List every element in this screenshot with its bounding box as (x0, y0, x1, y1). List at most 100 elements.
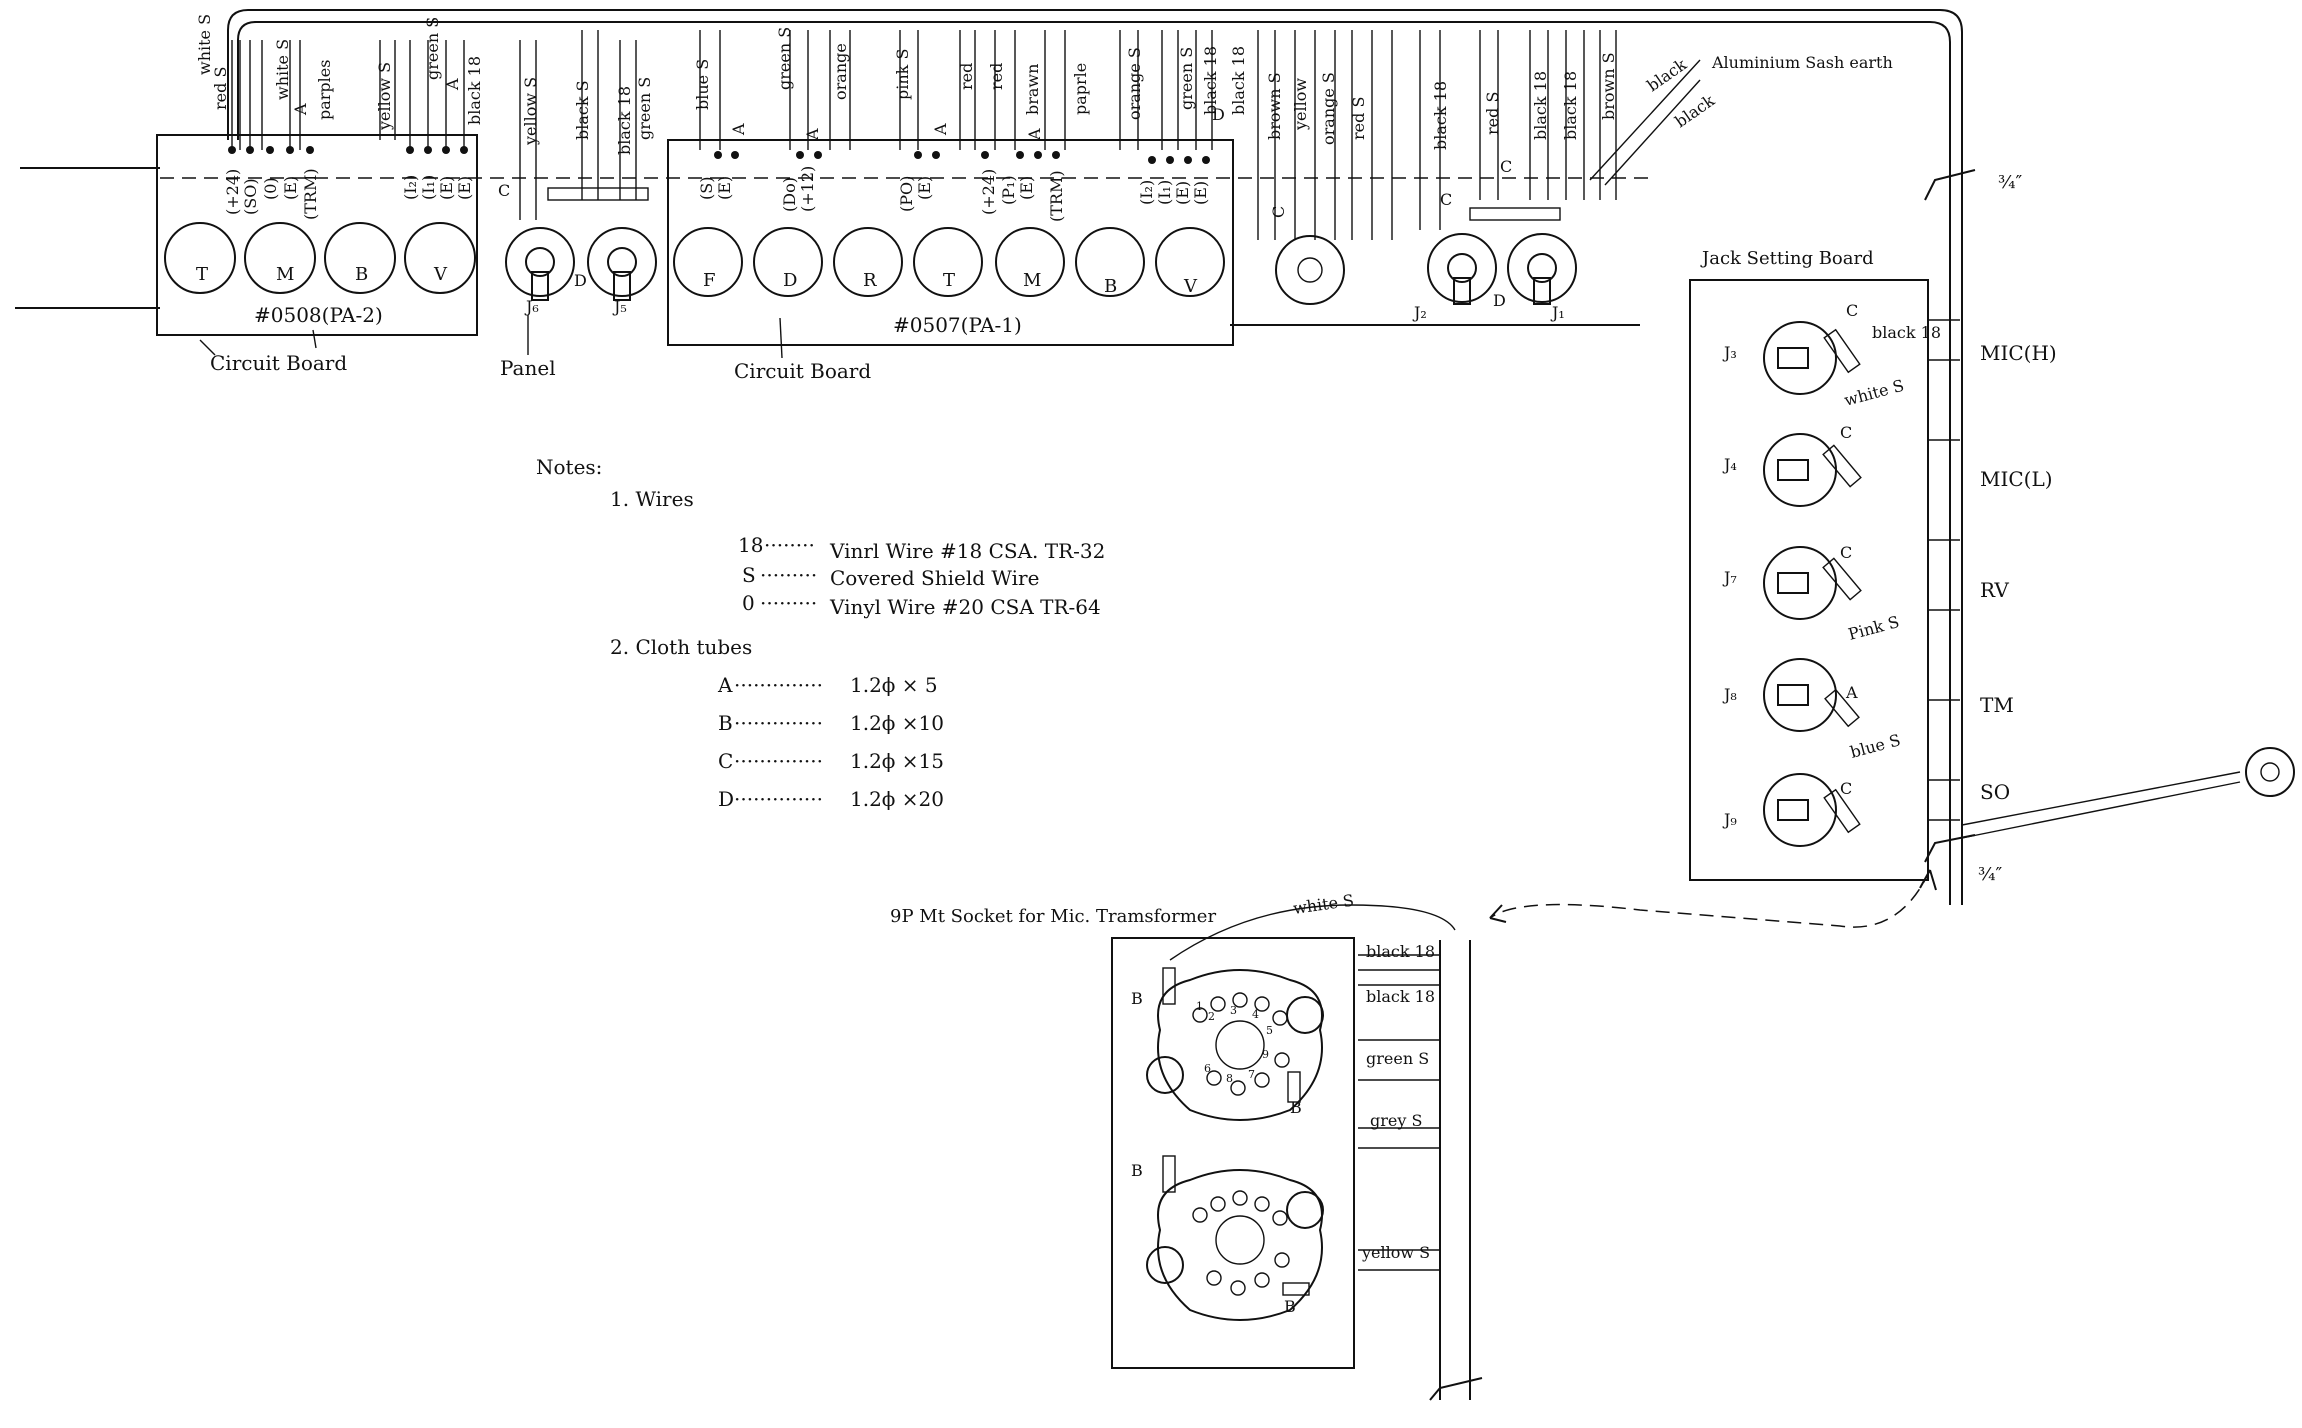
pa2-knobs (164, 222, 476, 294)
wire-label-17: red (987, 63, 1006, 90)
rear-socket-and-jacks: J₂ D J₁ (1275, 207, 1577, 322)
panel-jacks: Panel J₆ J₅ D (500, 187, 657, 380)
tube-mark-7: C (498, 181, 510, 200)
jack-board-id-3: J₇ (1722, 568, 1737, 587)
tube-code-3: C (718, 749, 733, 773)
jack-j3 (1763, 321, 1861, 395)
dimension-marks: ¾″ ¾″ (1924, 169, 2022, 885)
wire-label-6: green S (423, 17, 442, 80)
wire-bundles (231, 30, 1701, 240)
jack-board-tube-4: A (1845, 683, 1858, 702)
pa2-knob-V: V (433, 264, 448, 285)
socket-wire-2: black 18 (1366, 942, 1435, 961)
tube-desc-2: 1.2ϕ ×10 (850, 711, 944, 735)
tube-mark-11: D (1212, 105, 1225, 124)
pa1-terminal-13: (E) (1173, 181, 1192, 205)
circuit-board-pa2: T M B V #0508(PA-2) Circuit Board (+24) … (156, 134, 478, 375)
jack-board-out-1: MIC(H) (1980, 341, 2057, 365)
tube-dots-3: ·············· (734, 749, 823, 773)
notes-wire-list: 18 ········ Vinrl Wire #18 CSA. TR-32 S … (738, 533, 1105, 619)
wire-label-21: green S (1177, 47, 1196, 110)
jack-board-out-3: RV (1980, 578, 2009, 602)
wire-label-25: yellow (1291, 78, 1310, 131)
wire-label-32: brown S (1599, 52, 1618, 120)
pa1-terminal-12: (I₁) (1155, 180, 1174, 205)
pa1-terminal-7: (+24) (979, 169, 998, 215)
jack-j8 (1763, 658, 1860, 732)
wire-code-1: 18 (738, 533, 763, 557)
earth-label: Aluminium Sash earth (1711, 53, 1893, 72)
circuit-board-pa1: F D R T M B V #0507(PA-1) Circuit Board … (667, 139, 1234, 383)
notes: Notes: 1. Wires 18 ········ Vinrl Wire #… (536, 455, 1105, 811)
jack-board-out-4: TM (1980, 693, 2014, 717)
jack-j2: J₂ (1412, 303, 1427, 322)
pa2-terminal-5: (TRM) (301, 168, 320, 220)
socket-pin-1: 1 (1196, 1000, 1203, 1013)
jack-d-2: D (1493, 291, 1506, 310)
wire-label-19: paprle (1071, 63, 1090, 115)
wire-label-3: white S (273, 39, 292, 100)
tube-mark-5: A (931, 123, 950, 136)
wire-desc-1: Vinrl Wire #18 CSA. TR-32 (829, 539, 1105, 563)
pa1-terminal-3: (Do) (780, 177, 799, 212)
jack-board-wire2-1: black 18 (1872, 323, 1941, 342)
wire-label-20: orange S (1125, 47, 1144, 120)
pa1-knob-M: M (1023, 270, 1041, 291)
pa1-terminal-5: (PO) (897, 176, 916, 212)
tube-desc-3: 1.2ϕ ×15 (850, 749, 944, 773)
jack-board-wire-1: white S (1842, 376, 1906, 410)
jack-board-id-4: J₈ (1722, 685, 1737, 704)
pa2-terminal-9: (E) (455, 176, 474, 200)
tube-mark-2: A (443, 78, 462, 91)
pa1-terminal-14: (E) (1191, 181, 1210, 205)
jack-j9 (1763, 773, 1861, 847)
notes-title: Notes: (536, 455, 602, 479)
pa1-knob-T: T (943, 270, 955, 291)
notes-tube-list: A ·············· 1.2ϕ × 5 B ············… (717, 673, 944, 811)
socket-pin-6: 6 (1204, 1062, 1211, 1075)
socket-tube-1: B (1131, 989, 1143, 1008)
wire-label-28: black 18 (1431, 81, 1450, 150)
pa1-terminal-9: (E) (1017, 176, 1036, 200)
tube-desc-1: 1.2ϕ × 5 (850, 673, 938, 697)
socket-pin-5: 5 (1266, 1024, 1273, 1037)
wire-label-1: white S (195, 14, 214, 75)
pa2-terminal-8: (E) (437, 176, 456, 200)
tube-mark-4: A (803, 128, 822, 141)
wire-code-3: 0 (742, 591, 755, 615)
top-wire-labels: white S red S white S parples yellow S g… (195, 14, 1618, 155)
pa2-board-label: #0508(PA-2) (254, 303, 383, 327)
wire-label-7: black 18 (465, 56, 484, 125)
wire-label-11: green S (635, 77, 654, 140)
socket-wire-6: yellow S (1361, 1243, 1430, 1262)
connector-arrow (1489, 869, 1937, 928)
jack-board-tube-2: C (1840, 423, 1852, 442)
pa1-terminal-dots (714, 151, 1210, 164)
wire-dots-1: ········ (764, 533, 815, 557)
earth-wire-1: black (1643, 55, 1690, 96)
wire-label-18: brawn (1023, 64, 1042, 115)
jack-board-wire-4: blue S (1848, 730, 1902, 762)
pa1-terminal-6: (E) (915, 176, 934, 200)
wire-label-27: red S (1349, 97, 1368, 140)
socket-box: 9P Mt Socket for Mic. Tramsformer 1 2 3 … (890, 891, 1483, 1401)
tube-mark-9: C (1440, 190, 1452, 209)
wire-label-30: black 18 (1531, 71, 1550, 140)
pa1-terminal-1: (S) (697, 177, 716, 200)
tube-code-1: A (717, 673, 733, 697)
pa2-terminal-7: (I₁) (419, 175, 438, 200)
top-harness (15, 9, 1963, 905)
notes-tubes-heading: 2. Cloth tubes (610, 635, 752, 659)
wire-label-9: black S (573, 80, 592, 140)
pa1-knob-F: F (703, 270, 716, 291)
tube-mark-8: C (1269, 206, 1288, 218)
wire-dots-3: ········· (760, 591, 817, 615)
wire-label-14: orange (831, 43, 850, 100)
panel-label: Panel (500, 356, 556, 380)
wire-label-16: red (957, 63, 976, 90)
tube-dots-4: ·············· (734, 787, 823, 811)
earth-wire: Aluminium Sash earth black black (1643, 53, 1892, 131)
tube-dots-1: ·············· (734, 673, 823, 697)
dim-top: ¾″ (1998, 172, 2022, 193)
